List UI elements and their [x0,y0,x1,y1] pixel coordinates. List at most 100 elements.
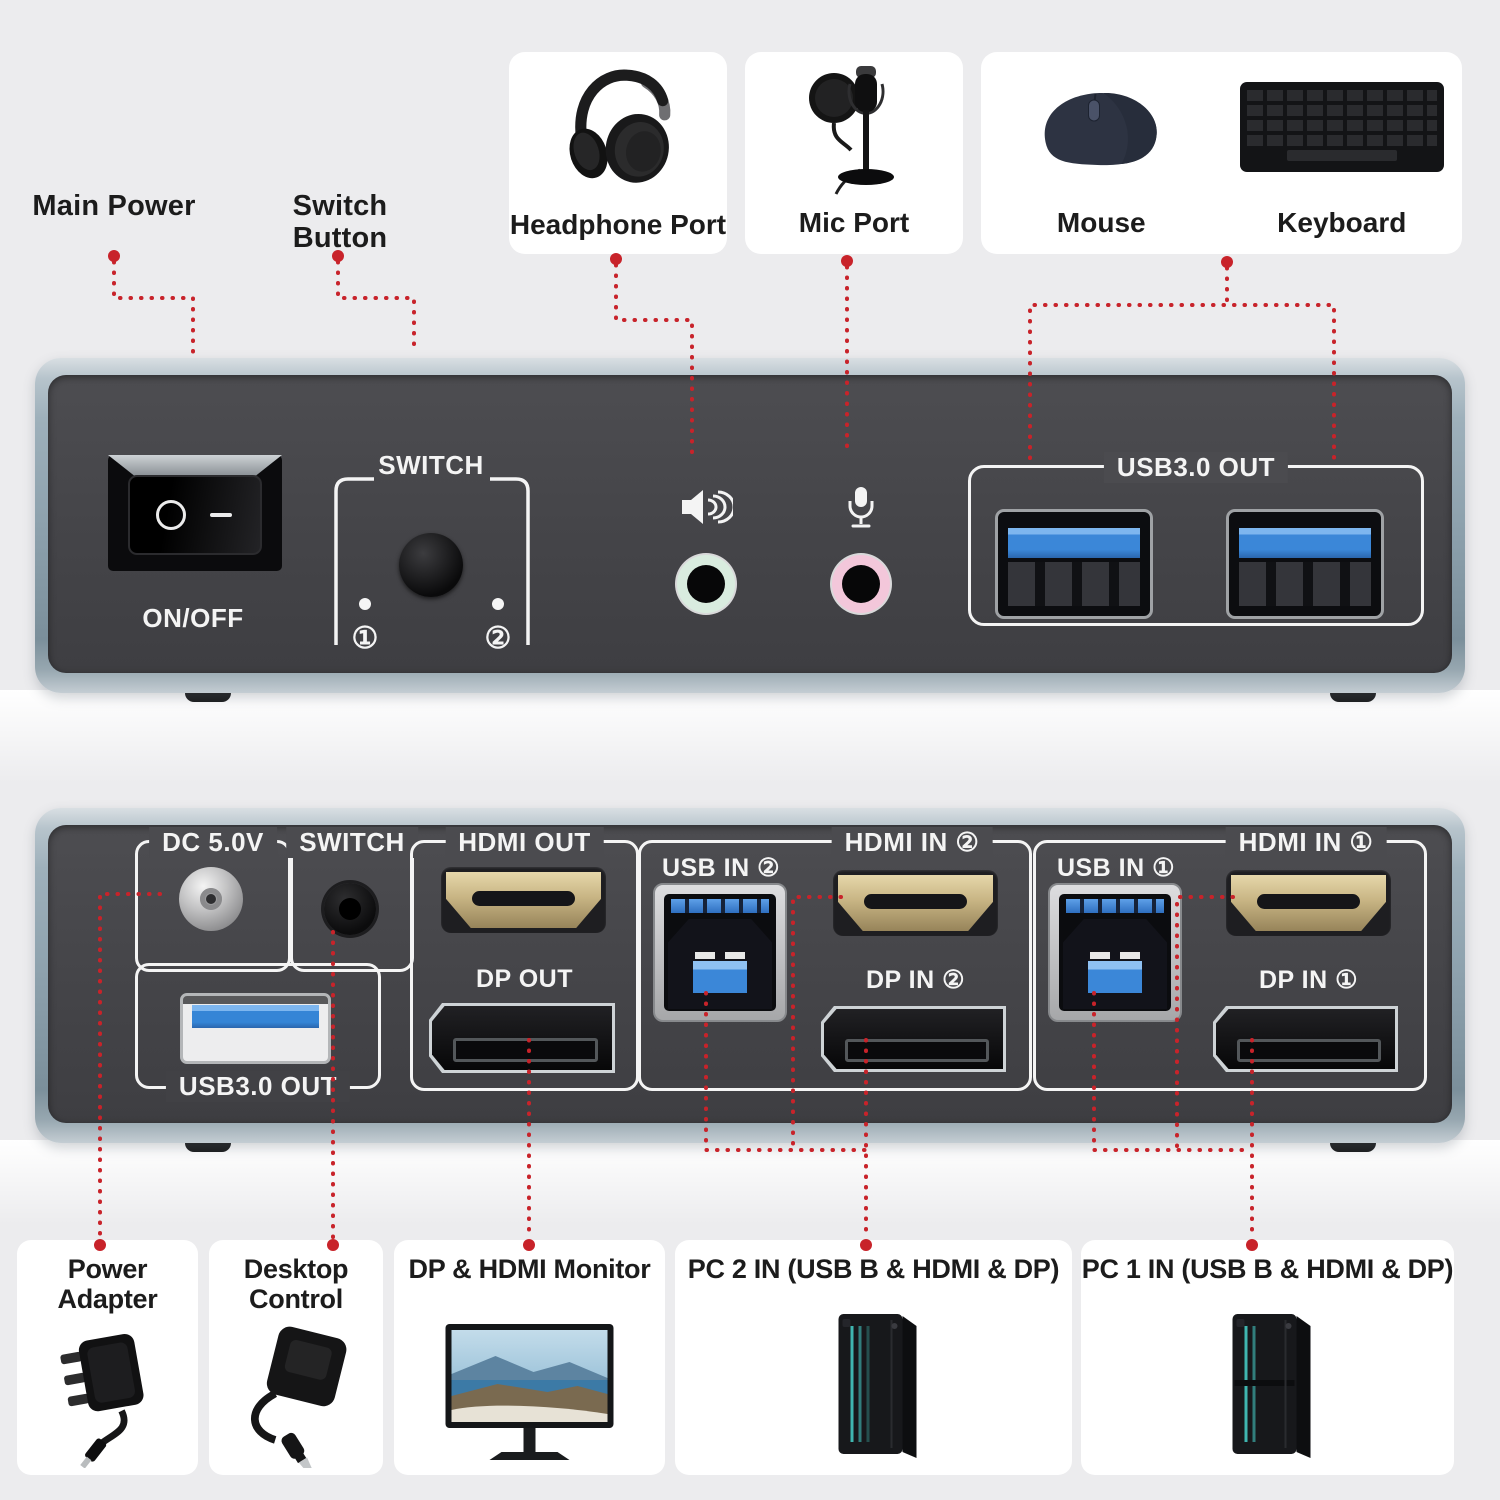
usb3-port-1 [995,509,1153,619]
dp-in-1-slot [1237,1039,1382,1063]
mic-icon [848,487,874,528]
pc1-input-group: HDMI IN ① USB IN ① DP IN ① [1033,827,1427,1091]
indicator-2-label: ② [484,622,512,655]
callout-dot [108,250,120,262]
indicator-led-1 [359,598,371,610]
hdmi-out-port [441,867,606,933]
callout-dot [841,255,853,267]
usb-in-1-tab-right [1120,951,1140,959]
usb-in-1-tongue [1087,960,1143,993]
dc-jack-pin [200,888,222,910]
pc1-card: PC 1 IN (USB B & HDMI & DP) [1081,1240,1454,1475]
kvm-back-panel: DC 5.0V SWITCH USB3.0 OUT HDMI OUT D [35,808,1465,1143]
switch-button-label: Switch Button [292,190,388,254]
rocker-button [128,475,262,555]
usb-in-1-port [1048,883,1182,1022]
pc-tower-image [1232,1314,1310,1458]
mouse-keyboard-card: Mouse Keyboard [981,52,1462,254]
hdmi-in-2-slot [864,893,967,909]
monitor-out-group: HDMI OUT DP OUT [410,827,639,1091]
back-usb-out-group: USB3.0 OUT [135,963,381,1102]
front-usb-out-label: USB3.0 OUT [1103,452,1289,483]
hdmi-in-2-port [833,870,998,936]
dc-power-jack [179,867,243,931]
desktop-control-label: Desktop Control [243,1254,349,1315]
hdmi-in-1-label: HDMI IN ① [1225,827,1387,858]
keyboard-image [1239,82,1444,172]
power-adapter-label: Power Adapter [57,1254,158,1315]
kvm-front-panel: ON/OFF SWITCH ① ② [35,358,1465,693]
mic-port-card: Mic Port [745,52,963,254]
keyboard-spacebar [1286,150,1397,161]
power-adapter-image [59,1334,144,1468]
rocker-off-symbol [210,513,232,517]
usb3-port-1-contacts [1008,562,1140,606]
keyboard-keys [1246,90,1437,146]
back-panel-glow [0,1140,1500,1240]
hdmi-out-slot [472,890,575,906]
usb3-port-2-tongue [1239,528,1371,558]
headphone-port-card-label: Headphone Port [509,208,727,240]
usb3-port-2-contacts [1239,562,1371,606]
main-power-label: Main Power [32,190,196,222]
dp-in-2-slot [845,1039,990,1063]
pc2-card: PC 2 IN (USB B & HDMI & DP) [675,1240,1072,1475]
usb-in-1-tab-left [1090,951,1110,959]
main-power-line [112,260,195,354]
dp-in-1-port [1213,1006,1398,1072]
pc1-label: PC 1 IN (USB B & HDMI & DP) [1081,1254,1454,1284]
headphone-port-card: Headphone Port [509,52,727,254]
indicator-1-label: ① [351,622,379,655]
mic-jack [832,555,890,613]
remote-switch-group: SWITCH [286,827,418,972]
usb3-port-1-tongue [1008,528,1140,558]
channel-switch-button [399,533,463,597]
dp-out-port [429,1003,615,1073]
keyboard-section: Keyboard [1222,52,1463,254]
mouse-label: Mouse [1056,206,1146,238]
dp-in-1-label: DP IN ① [1258,966,1359,994]
front-panel-face: ON/OFF SWITCH ① ② [48,375,1452,673]
on-off-label: ON/OFF [142,603,244,633]
back-switch-label: SWITCH [286,827,418,858]
dc-label: DC 5.0V [149,827,277,858]
desktop-control-image [251,1326,347,1468]
pc2-input-group: HDMI IN ② USB IN ② DP IN ② [638,827,1032,1091]
rocker-on-symbol [156,500,186,530]
dc-power-group: DC 5.0V [135,827,291,972]
usb-in-2-tab-right [725,951,745,959]
back-usb-out-label: USB3.0 OUT [165,1071,351,1102]
keyboard-label: Keyboard [1277,206,1407,238]
monitor-card: DP & HDMI Monitor [394,1240,665,1475]
monitor-image [445,1324,613,1460]
mic-jack-hole [842,565,880,603]
mouse-section: Mouse [981,52,1222,254]
dp-in-2-label: DP IN ② [865,966,966,994]
pc-tower-image [838,1314,916,1458]
dp-out-label: DP OUT [476,965,573,993]
usb-in-1-label: USB IN ① [1056,854,1176,882]
back-panel-face: DC 5.0V SWITCH USB3.0 OUT HDMI OUT D [48,825,1452,1123]
remote-switch-jack [324,883,376,935]
callout-dot [1221,256,1233,268]
dp-out-slot [453,1038,599,1063]
usb3-port-2 [1226,509,1384,619]
front-usb-out-group: USB3.0 OUT [968,452,1424,626]
power-rocker-switch [108,455,282,571]
usb-in-2-label: USB IN ② [661,854,781,882]
hdmi-in-1-port [1226,870,1391,936]
usb-in-2-contact-strip [671,899,769,913]
usb-in-2-tab-left [695,951,715,959]
monitor-label: DP & HDMI Monitor [408,1254,651,1284]
indicator-led-2 [492,598,504,610]
headphone-jack-hole [687,565,725,603]
power-adapter-card: Power Adapter [17,1240,198,1475]
hdmi-in-2-label: HDMI IN ② [831,827,993,858]
mouse-image [1044,92,1157,166]
switch-button-line [336,260,416,354]
back-usb3-tongue [192,1005,319,1028]
pc2-label: PC 2 IN (USB B & HDMI & DP) [687,1254,1060,1284]
speaker-icon [682,490,733,524]
desktop-control-card: Desktop Control [209,1240,383,1475]
